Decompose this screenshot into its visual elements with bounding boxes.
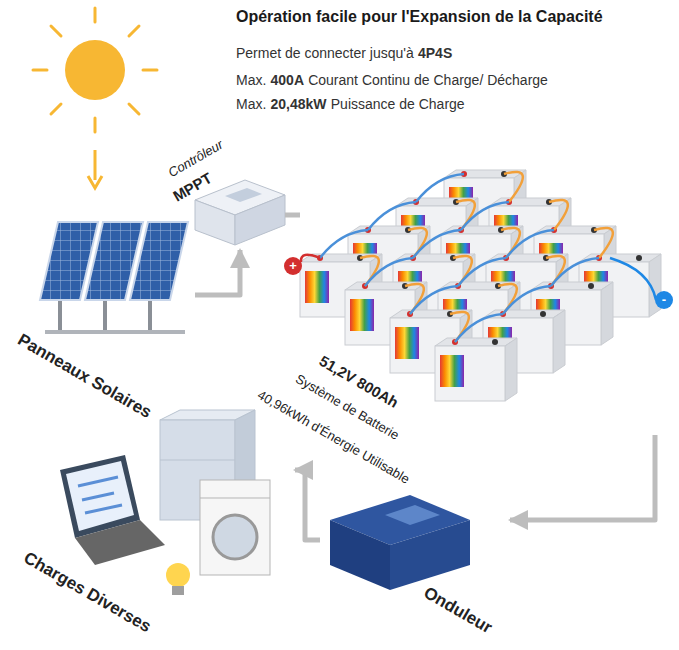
connector <box>510 435 655 520</box>
battery-terminal <box>588 283 594 289</box>
spec-line: Max. 400ACourant Continu de Charge/ Décha… <box>236 72 552 88</box>
battery-face <box>435 346 505 401</box>
parallel-wire <box>365 258 413 286</box>
sun <box>33 8 157 188</box>
battery-bank <box>300 170 661 401</box>
solar-panels-node: Panneaux Solaires <box>20 215 195 345</box>
loads <box>60 410 270 595</box>
connector <box>285 213 300 218</box>
mppt-node: ContrôleurMPPT <box>165 130 285 250</box>
battery-top <box>435 338 517 346</box>
battery-terminal <box>540 311 546 317</box>
battery-side <box>505 338 517 401</box>
series-wire <box>549 200 568 230</box>
battery-side <box>553 310 565 373</box>
battery-terminals <box>284 255 673 309</box>
battery-node: 51,2V 800AhSystème de Batterie40,96kWh d… <box>300 150 675 435</box>
component-label: Onduleur <box>420 583 495 638</box>
battery-label <box>350 299 374 331</box>
spec-line: Max. 20,48kWPuissance de Charge <box>236 96 469 112</box>
solar-panels <box>40 222 188 332</box>
spec-text: 20,48kW <box>271 96 327 112</box>
parallel-wire <box>320 230 368 258</box>
parallel-wire <box>551 258 599 286</box>
parallel-wire <box>458 258 506 286</box>
spec-text: Max. <box>236 72 266 88</box>
spec-text: Puissance de Charge <box>331 96 465 112</box>
parallel-wire <box>506 230 554 258</box>
battery-terminal <box>492 339 498 345</box>
title: Opération facile pour l'Expansion de la … <box>236 8 603 26</box>
parallel-wire <box>461 202 509 230</box>
parallel-wire <box>410 286 458 314</box>
inverter-node: Onduleur <box>320 495 510 635</box>
connector <box>295 470 320 540</box>
battery-side <box>601 282 613 345</box>
loads-node: Charges Diverses <box>20 400 295 645</box>
parallel-wire <box>416 174 464 202</box>
battery-label <box>305 271 329 303</box>
spec-text: Max. <box>236 96 266 112</box>
series-wire <box>504 172 523 202</box>
spec-text: Permet de connecter jusqu'à <box>236 45 414 61</box>
component-label: Panneaux Solaires <box>14 330 155 423</box>
parallel-wire <box>503 286 551 314</box>
mppt-controller <box>195 180 285 245</box>
terminal-sign: - <box>656 292 672 308</box>
spec-text: 400A <box>271 72 304 88</box>
inverter <box>330 495 470 590</box>
parallel-wire <box>413 230 461 258</box>
battery-label <box>395 327 419 359</box>
terminal-sign: + <box>285 258 301 274</box>
spec-text: Courant Continu de Charge/ Décharge <box>308 72 548 88</box>
spec-text: 4P4S <box>418 45 452 61</box>
spec-line: Permet de connecter jusqu'à4P4S <box>236 45 456 61</box>
series-wire <box>594 228 613 258</box>
battery-terminal <box>636 255 642 261</box>
parallel-wire <box>455 314 503 342</box>
connector <box>195 250 240 295</box>
component-label: Charges Diverses <box>20 548 154 637</box>
parallel-wire <box>368 202 416 230</box>
battery-label <box>440 355 464 387</box>
